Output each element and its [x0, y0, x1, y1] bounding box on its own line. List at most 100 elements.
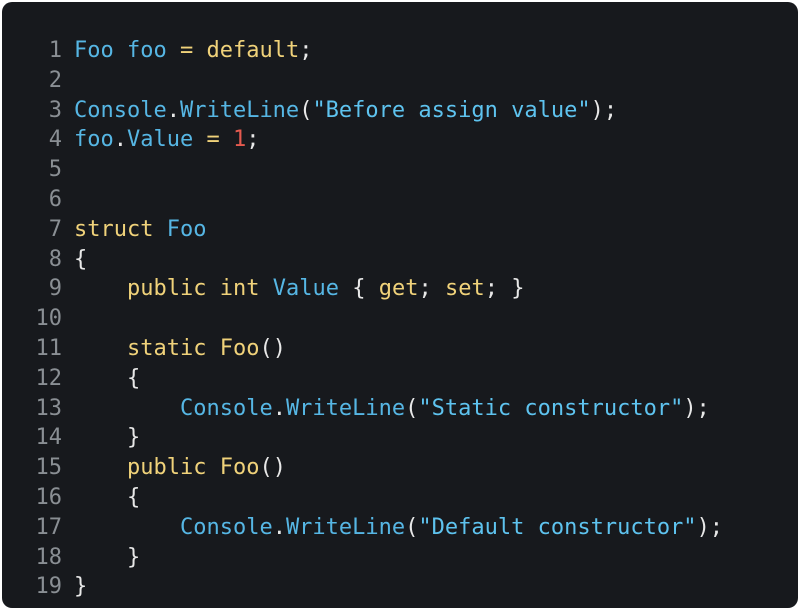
code-token: ; } [484, 276, 525, 302]
code-token [74, 396, 180, 421]
code-line: 11 static Foo() [2, 334, 798, 364]
line-number: 5 [48, 157, 62, 183]
code-token [74, 276, 127, 301]
line-content: } [74, 572, 87, 602]
code-token: . [166, 97, 180, 123]
line-number: 12 [35, 365, 63, 391]
code-token: "Static constructor" [418, 395, 684, 421]
code-line: 13 Console.WriteLine("Static constructor… [2, 394, 798, 424]
line-number: 14 [35, 425, 63, 451]
code-token: . [272, 395, 286, 421]
code-token [206, 276, 219, 301]
code-token: ); [696, 514, 724, 540]
code-token: static [126, 335, 207, 361]
line-number: 7 [48, 216, 62, 242]
line-content: } [74, 543, 140, 573]
code-token: } [74, 425, 141, 451]
code-token: . [113, 127, 127, 153]
code-token: Console [74, 97, 167, 123]
code-token: ( [405, 514, 419, 540]
code-line: 18 } [2, 543, 798, 573]
line-number: 1 [48, 38, 62, 63]
line-content: foo.Value = 1; [74, 125, 259, 155]
line-number: 11 [35, 335, 63, 361]
code-token [206, 455, 219, 480]
code-token: ; [418, 276, 445, 302]
code-line: 15 public Foo() [2, 453, 798, 483]
code-token: WriteLine [285, 395, 406, 421]
code-token: } [74, 544, 141, 570]
code-line: 4 foo.Value = 1; [2, 125, 798, 155]
code-token: "Default constructor" [418, 514, 697, 540]
line-content: } [74, 423, 140, 453]
code-token: "Before assign value" [312, 97, 591, 123]
code-token: ( [405, 395, 419, 421]
line-content: { [74, 364, 140, 394]
code-token: = [206, 127, 220, 153]
code-token: { [74, 246, 88, 272]
code-line: 16 { [2, 483, 798, 513]
line-content: struct Foo [74, 215, 206, 245]
code-token [220, 127, 233, 152]
line-number: 3 [48, 97, 62, 123]
code-token: foo [74, 127, 114, 153]
code-token: { [74, 365, 141, 391]
code-token: 1 [232, 127, 247, 153]
code-token [153, 217, 166, 242]
code-token: Console [179, 395, 273, 421]
code-line: 19} [2, 572, 798, 602]
code-line: 2 [2, 66, 798, 96]
line-number: 8 [48, 246, 62, 272]
line-content: public Foo() [74, 453, 286, 483]
line-content: Console.WriteLine("Default constructor")… [74, 513, 723, 543]
code-token: . [272, 514, 286, 540]
code-token: WriteLine [179, 97, 300, 123]
code-token: ); [683, 395, 710, 421]
code-token: Foo [166, 216, 207, 242]
code-token [167, 38, 180, 63]
line-content: Foo foo = default; [74, 36, 312, 66]
code-line: 7 struct Foo [2, 215, 798, 245]
code-token: foo [127, 38, 167, 63]
code-token [193, 127, 206, 152]
code-token [74, 336, 127, 361]
line-content: { [74, 245, 87, 275]
line-number: 4 [48, 127, 62, 153]
code-token [74, 515, 180, 540]
code-token: ( [299, 97, 313, 123]
line-content: Console.WriteLine("Before assign value")… [74, 96, 617, 126]
code-token [193, 38, 206, 63]
line-content: static Foo() [74, 334, 286, 364]
line-content: Console.WriteLine("Static constructor"); [74, 394, 710, 424]
code-token: default [206, 38, 300, 63]
code-token: set [444, 276, 485, 302]
code-token: ; [246, 127, 260, 153]
code-token: Console [179, 514, 273, 540]
code-token: () [259, 455, 286, 481]
code-line: 12 { [2, 364, 798, 394]
code-line: 1 Foo foo = default; [2, 36, 798, 66]
code-token [74, 455, 127, 480]
code-line: 9 public int Value { get; set; } [2, 274, 798, 304]
code-token: public [126, 276, 207, 302]
code-token: Value [272, 276, 339, 302]
code-token: ); [590, 97, 618, 123]
code-token: { [338, 276, 379, 302]
line-content: { [74, 483, 140, 513]
code-token: Value [127, 127, 194, 153]
code-token: WriteLine [285, 514, 406, 540]
code-line: 3 Console.WriteLine("Before assign value"… [2, 96, 798, 126]
code-token: int [219, 276, 260, 302]
code-token: get [378, 276, 419, 302]
line-number: 10 [35, 306, 63, 332]
code-line: 17 Console.WriteLine("Default constructo… [2, 513, 798, 543]
line-number: 19 [35, 574, 63, 600]
code-token: struct [74, 216, 154, 242]
line-number: 13 [35, 395, 63, 421]
code-line: 6 [2, 185, 798, 215]
code-token [114, 38, 127, 63]
code-token [206, 336, 219, 361]
line-number: 17 [35, 514, 63, 540]
